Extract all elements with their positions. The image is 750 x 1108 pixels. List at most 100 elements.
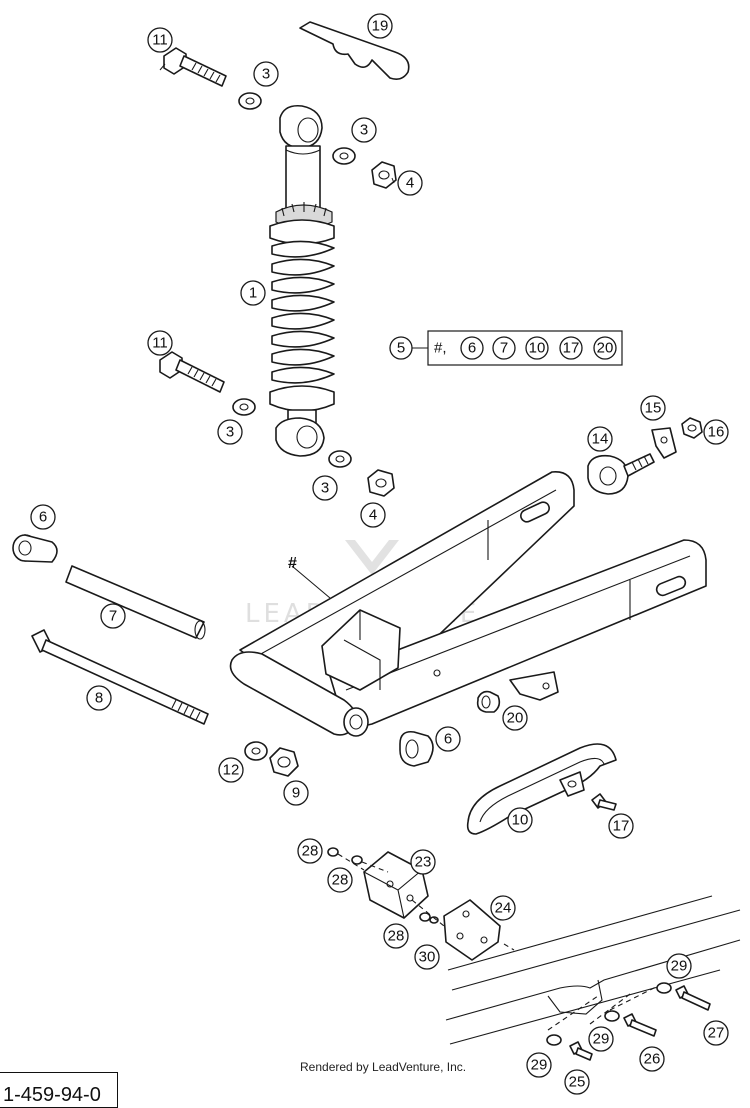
callout-9[interactable]: 9	[283, 780, 309, 806]
part-29-washer-c[interactable]	[546, 1034, 562, 1046]
part-6-bushing-right[interactable]	[399, 730, 434, 767]
part-10-chain-guide[interactable]	[466, 743, 617, 835]
callout-14[interactable]: 14	[587, 426, 613, 452]
callout-7[interactable]: 7	[100, 603, 126, 629]
part-11-upper-bolt[interactable]	[163, 47, 227, 87]
callout-6-left[interactable]: 6	[30, 504, 56, 530]
part-15-bracket[interactable]	[651, 427, 677, 459]
svg-text:28: 28	[302, 843, 319, 860]
callout-5[interactable]: 5	[389, 336, 413, 360]
callout-6-right[interactable]: 6	[435, 726, 461, 752]
part-3-washer-b[interactable]	[332, 147, 356, 165]
callout-kit-7[interactable]: 7	[492, 336, 516, 360]
part-29-washer-a[interactable]	[656, 982, 672, 994]
part-8-axle-bolt[interactable]	[31, 629, 209, 725]
part-7-tube[interactable]	[65, 565, 206, 640]
callout-3-a[interactable]: 3	[253, 61, 279, 87]
callout-kit-17[interactable]: 17	[559, 336, 583, 360]
callout-27[interactable]: 27	[703, 1020, 729, 1046]
callout-16[interactable]: 16	[703, 419, 729, 445]
callout-3-c[interactable]: 3	[217, 419, 243, 445]
callout-28-b[interactable]: 28	[327, 867, 353, 893]
svg-text:3: 3	[360, 122, 368, 139]
callout-19[interactable]: 19	[367, 13, 393, 39]
callout-29-b[interactable]: 29	[588, 1026, 614, 1052]
part-17-screw[interactable]	[591, 793, 617, 811]
svg-text:12: 12	[223, 762, 240, 779]
part-12-washer[interactable]	[244, 741, 268, 761]
callout-23[interactable]: 23	[410, 849, 436, 875]
svg-text:29: 29	[593, 1031, 610, 1048]
callout-17[interactable]: 17	[608, 813, 634, 839]
part-14-cap-with-stud[interactable]	[587, 453, 655, 495]
callout-kit-6[interactable]: 6	[460, 336, 484, 360]
svg-text:30: 30	[419, 949, 436, 966]
callout-4-lower[interactable]: 4	[360, 502, 386, 528]
callout-3-b[interactable]: 3	[351, 117, 377, 143]
svg-text:25: 25	[569, 1074, 586, 1091]
svg-text:5: 5	[397, 340, 405, 357]
part-24-plate[interactable]	[443, 899, 501, 961]
svg-text:28: 28	[388, 928, 405, 945]
svg-text:26: 26	[644, 1051, 661, 1068]
callout-1[interactable]: 1	[240, 280, 266, 306]
callout-kit-20[interactable]: 20	[593, 336, 617, 360]
part-11-lower-bolt[interactable]	[159, 351, 225, 393]
svg-text:6: 6	[39, 509, 47, 526]
part-20-spacer[interactable]	[476, 690, 501, 713]
svg-text:15: 15	[645, 400, 662, 417]
callout-11-upper[interactable]: 11	[147, 27, 173, 53]
part-28-nut-a[interactable]	[327, 847, 339, 857]
part-3-washer-a[interactable]	[238, 92, 262, 110]
svg-text:10: 10	[512, 812, 529, 829]
part-4-nut-lower[interactable]	[367, 469, 395, 497]
callout-kit-10[interactable]: 10	[525, 336, 549, 360]
svg-text:10: 10	[529, 340, 546, 357]
callout-28-c[interactable]: 28	[383, 923, 409, 949]
part-29-washer-b[interactable]	[604, 1010, 620, 1022]
part-3-washer-c[interactable]	[232, 398, 256, 416]
part-3-washer-d[interactable]	[328, 450, 352, 468]
callout-8[interactable]: 8	[86, 685, 112, 711]
svg-text:9: 9	[292, 785, 300, 802]
svg-text:23: 23	[415, 854, 432, 871]
svg-text:20: 20	[597, 340, 614, 357]
callout-10[interactable]: 10	[507, 807, 533, 833]
svg-text:29: 29	[531, 1057, 548, 1074]
svg-text:17: 17	[563, 340, 580, 357]
callout-29-a[interactable]: 29	[666, 953, 692, 979]
part-25-bolt[interactable]	[569, 1041, 593, 1061]
svg-text:6: 6	[444, 731, 452, 748]
svg-text:28: 28	[332, 872, 349, 889]
callout-12[interactable]: 12	[218, 757, 244, 783]
callout-26[interactable]: 26	[639, 1046, 665, 1072]
svg-text:8: 8	[95, 690, 103, 707]
part-27-bolt[interactable]	[675, 985, 711, 1011]
svg-text:6: 6	[468, 340, 476, 357]
callout-30[interactable]: 30	[414, 944, 440, 970]
callout-11-lower[interactable]: 11	[147, 330, 173, 356]
part-9-nut[interactable]	[269, 747, 299, 777]
part-30-washer[interactable]	[429, 916, 439, 924]
callout-3-d[interactable]: 3	[312, 475, 338, 501]
part-19-wrench[interactable]	[299, 21, 410, 80]
callout-24[interactable]: 24	[490, 895, 516, 921]
callout-29-c[interactable]: 29	[526, 1052, 552, 1078]
part-28-nut-c[interactable]	[419, 912, 431, 922]
render-credit: Rendered by LeadVenture, Inc.	[300, 1060, 467, 1074]
callout-28-a[interactable]: 28	[297, 838, 323, 864]
part-4-nut-upper[interactable]	[371, 161, 397, 189]
callout-25[interactable]: 25	[564, 1069, 590, 1095]
part-16-nut[interactable]	[681, 417, 703, 439]
callout-20[interactable]: 20	[502, 705, 528, 731]
callout-4-upper[interactable]: 4	[397, 170, 423, 196]
document-number-box: 1-459-94-0	[0, 1072, 118, 1108]
part-28-nut-b[interactable]	[351, 855, 363, 865]
part-1-shock-absorber[interactable]	[269, 104, 335, 457]
swingarm[interactable]	[229, 471, 707, 737]
part-26-bolt[interactable]	[623, 1013, 657, 1037]
part-6-bushing-left[interactable]	[12, 534, 58, 563]
callout-15[interactable]: 15	[640, 395, 666, 421]
svg-text:29: 29	[671, 958, 688, 975]
svg-text:7: 7	[109, 608, 117, 625]
